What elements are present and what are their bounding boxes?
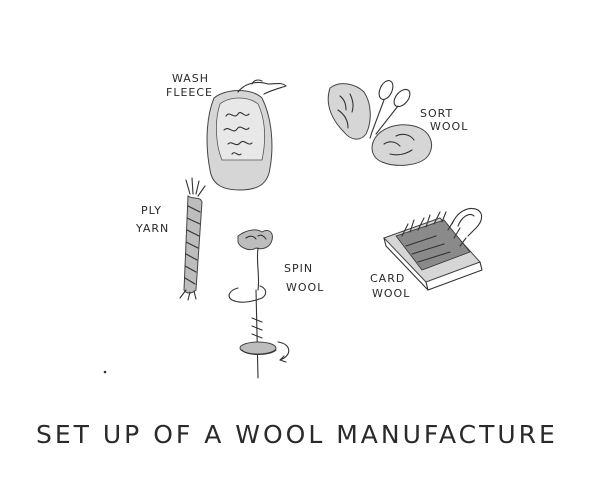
spin-label-line1: SPIN	[284, 262, 313, 275]
card-label-line1: CARD	[370, 272, 405, 285]
diagram-title: SET UP OF A WOOL MANUFACTURE	[36, 420, 558, 449]
plied-yarn-icon	[180, 178, 205, 300]
scissors-wool-icon	[328, 78, 431, 165]
ply-label-line1: PLY	[141, 204, 162, 217]
wash-fleece-step: WASH FLEECE	[166, 72, 286, 190]
card-wool-step: CARD WOOL	[370, 209, 482, 300]
ply-label-line2: YARN	[135, 222, 169, 235]
card-label-line2: WOOL	[372, 287, 410, 300]
sort-label-line1: SORT	[420, 107, 453, 120]
sort-label-line2: WOOL	[430, 120, 468, 133]
spin-label-line2: WOOL	[286, 281, 324, 294]
wash-label-line1: WASH	[172, 72, 209, 85]
drop-spindle-icon	[229, 230, 289, 378]
ply-yarn-step: PLY YARN	[135, 178, 205, 300]
stray-dot	[104, 371, 107, 374]
spin-wool-step: SPIN WOOL	[229, 230, 324, 378]
sort-wool-step: SORT WOOL	[328, 78, 468, 165]
wash-label-line2: FLEECE	[166, 86, 213, 99]
fleece-sack-icon	[207, 80, 286, 190]
